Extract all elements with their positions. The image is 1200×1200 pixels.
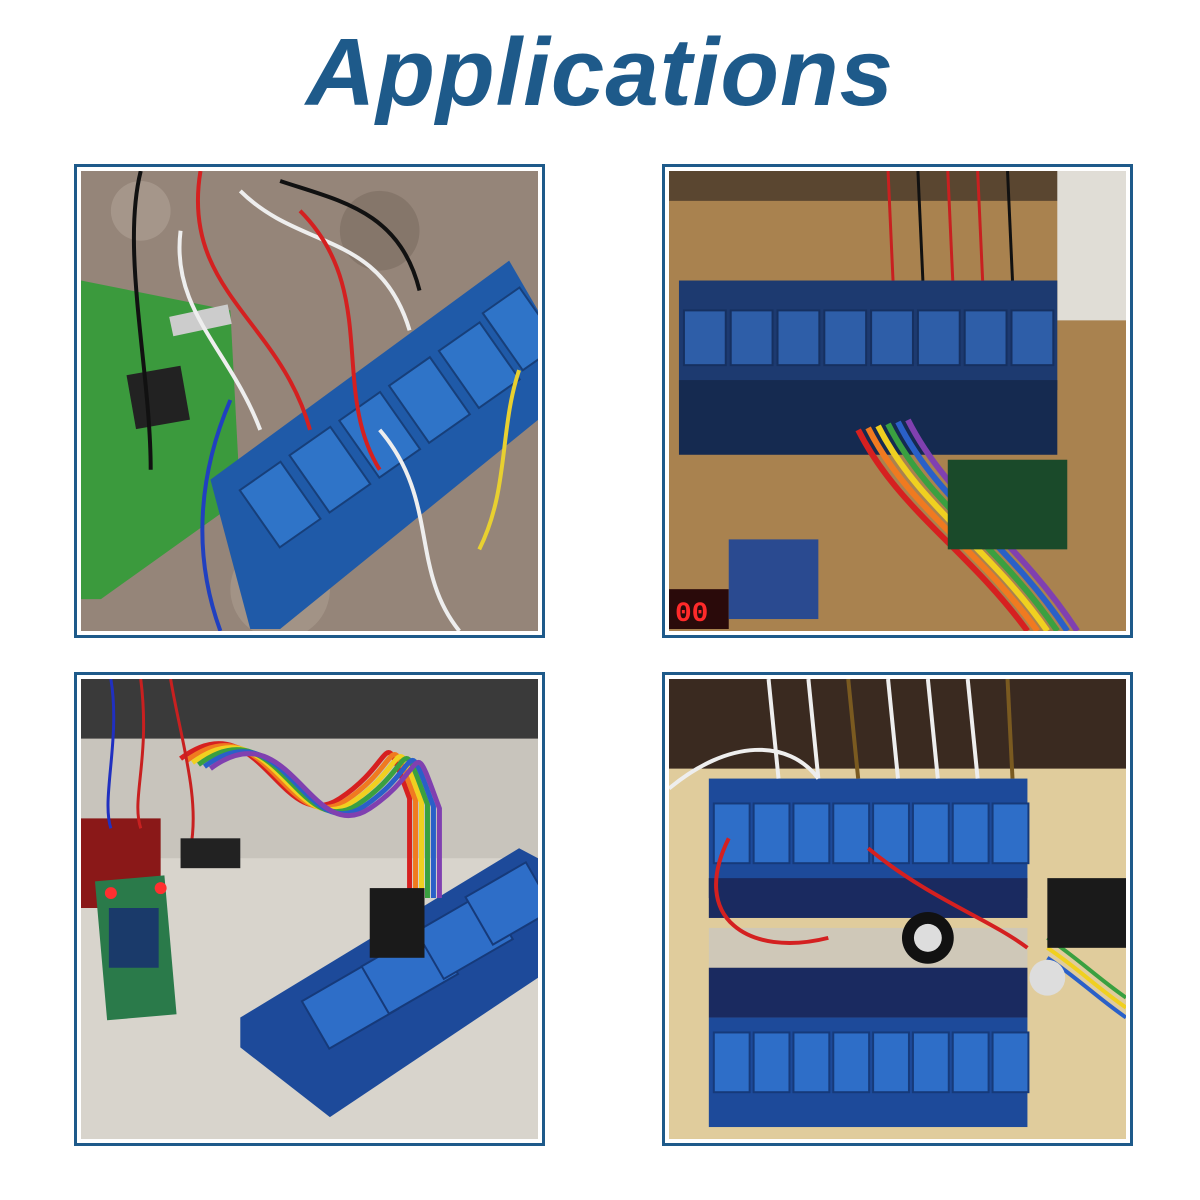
- photo-frame-4: [662, 672, 1133, 1146]
- photo-frame-2: 00: [662, 164, 1133, 638]
- photo-relay-board-with-bluetooth-module: [81, 679, 538, 1139]
- page-title: Applications: [305, 19, 895, 126]
- photo-dual-relay-boards-wired: [669, 679, 1126, 1139]
- photo-relay-board-on-wooden-panel: 00: [669, 171, 1126, 631]
- svg-text:00: 00: [675, 599, 708, 630]
- photo-frame-3: [74, 672, 545, 1146]
- photo-frame-1: [74, 164, 545, 638]
- photo-relay-board-with-raspberry-pi: [81, 171, 538, 631]
